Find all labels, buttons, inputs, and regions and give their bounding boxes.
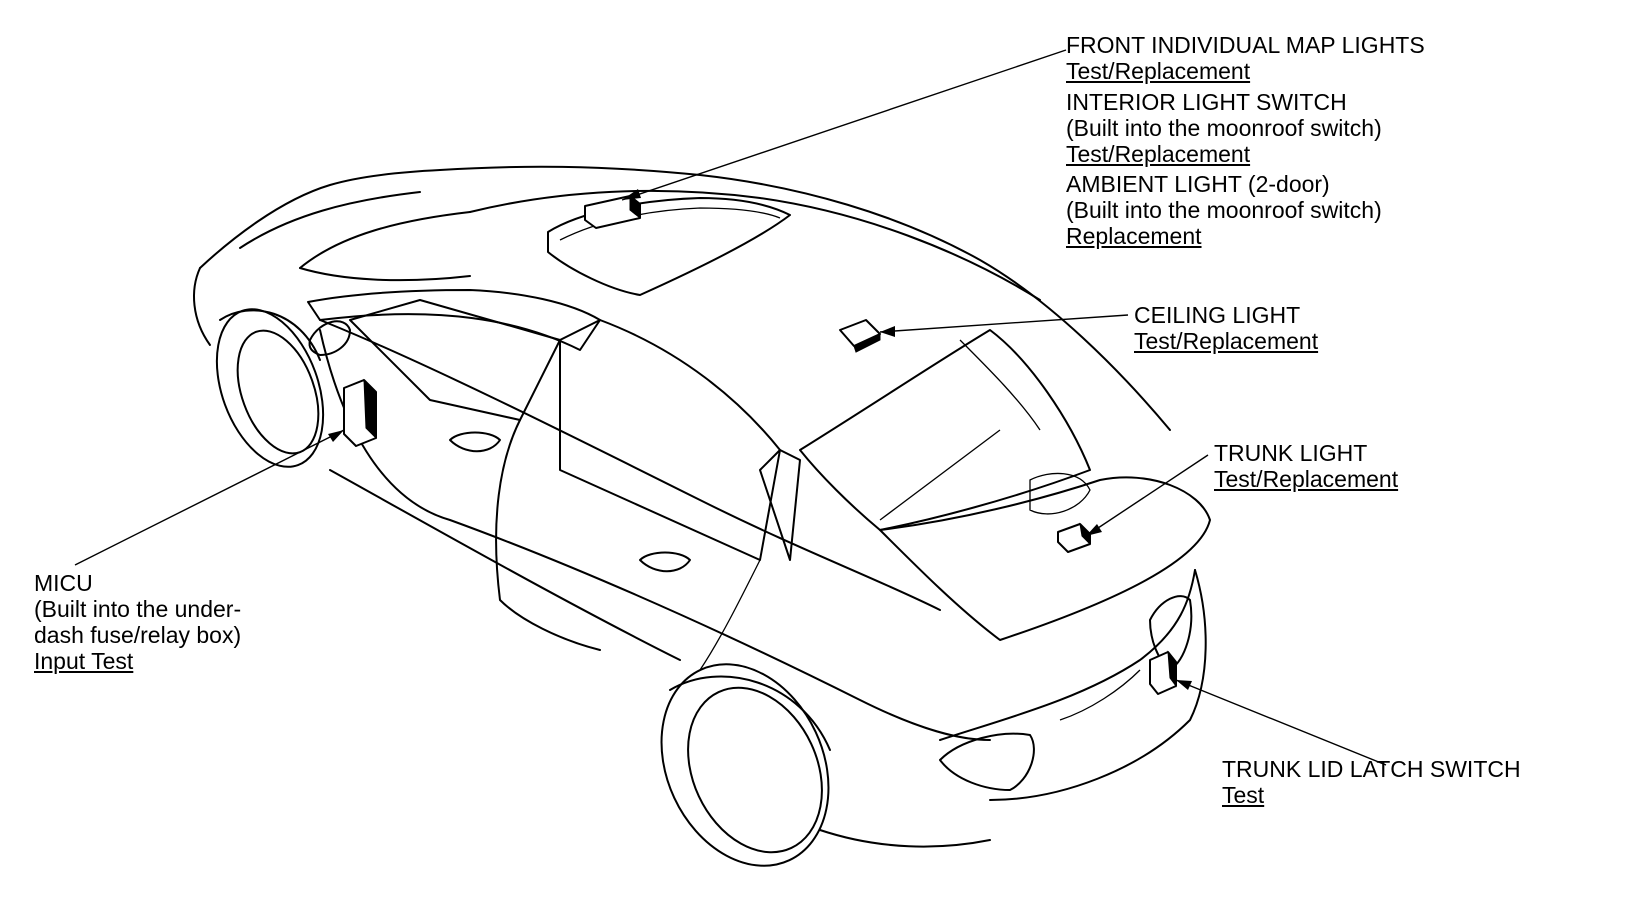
leader-trunk-light xyxy=(1085,454,1209,537)
leader-micu xyxy=(74,429,345,566)
trunk-latch-title: TRUNK LID LATCH SWITCH xyxy=(1222,756,1521,782)
leader-ceiling xyxy=(879,314,1129,333)
arrow-ceiling xyxy=(880,326,895,337)
micu-note-2: dash fuse/relay box) xyxy=(34,622,242,648)
ceiling-light-component xyxy=(839,319,881,353)
leader-front-map xyxy=(621,49,1067,201)
leader-lines xyxy=(74,49,1387,766)
arrow-front-map xyxy=(622,189,641,200)
car-body xyxy=(193,165,1211,867)
ceiling-link[interactable]: Test/Replacement xyxy=(1134,328,1319,354)
callout-interior-switch: INTERIOR LIGHT SWITCH (Built into the mo… xyxy=(1066,89,1382,167)
leader-trunk-latch xyxy=(1175,679,1387,766)
ambient-title: AMBIENT LIGHT (2-door) xyxy=(1066,171,1330,197)
arrow-trunk-light xyxy=(1086,524,1102,536)
ambient-link[interactable]: Replacement xyxy=(1066,223,1202,249)
trunk-light-title: TRUNK LIGHT xyxy=(1214,440,1368,466)
callout-front-map: FRONT INDIVIDUAL MAP LIGHTS Test/Replace… xyxy=(1066,32,1425,84)
front-map-title: FRONT INDIVIDUAL MAP LIGHTS xyxy=(1066,32,1425,58)
trunk-light-link[interactable]: Test/Replacement xyxy=(1214,466,1399,492)
callout-ambient: AMBIENT LIGHT (2-door) (Built into the m… xyxy=(1066,171,1382,249)
micu-note-1: (Built into the under- xyxy=(34,596,242,622)
callout-micu: MICU (Built into the under- dash fuse/re… xyxy=(34,570,241,674)
micu-component xyxy=(343,378,377,447)
trunk-light-component xyxy=(1057,522,1091,553)
micu-title: MICU xyxy=(34,570,93,596)
arrow-trunk-latch xyxy=(1176,680,1192,690)
interior-switch-title: INTERIOR LIGHT SWITCH xyxy=(1066,89,1347,115)
map-light-component xyxy=(584,194,641,229)
callout-trunk-light: TRUNK LIGHT Test/Replacement xyxy=(1214,440,1398,492)
trunk-latch-component xyxy=(1149,650,1177,695)
ceiling-title: CEILING LIGHT xyxy=(1134,302,1301,328)
ambient-note: (Built into the moonroof switch) xyxy=(1066,197,1382,223)
interior-switch-link[interactable]: Test/Replacement xyxy=(1066,141,1251,167)
callout-trunk-latch: TRUNK LID LATCH SWITCH Test xyxy=(1222,756,1521,808)
front-map-link[interactable]: Test/Replacement xyxy=(1066,58,1251,84)
micu-link[interactable]: Input Test xyxy=(34,648,134,674)
callout-ceiling: CEILING LIGHT Test/Replacement xyxy=(1134,302,1318,354)
interior-switch-note: (Built into the moonroof switch) xyxy=(1066,115,1382,141)
trunk-latch-link[interactable]: Test xyxy=(1222,782,1265,808)
arrow-micu xyxy=(328,430,344,442)
